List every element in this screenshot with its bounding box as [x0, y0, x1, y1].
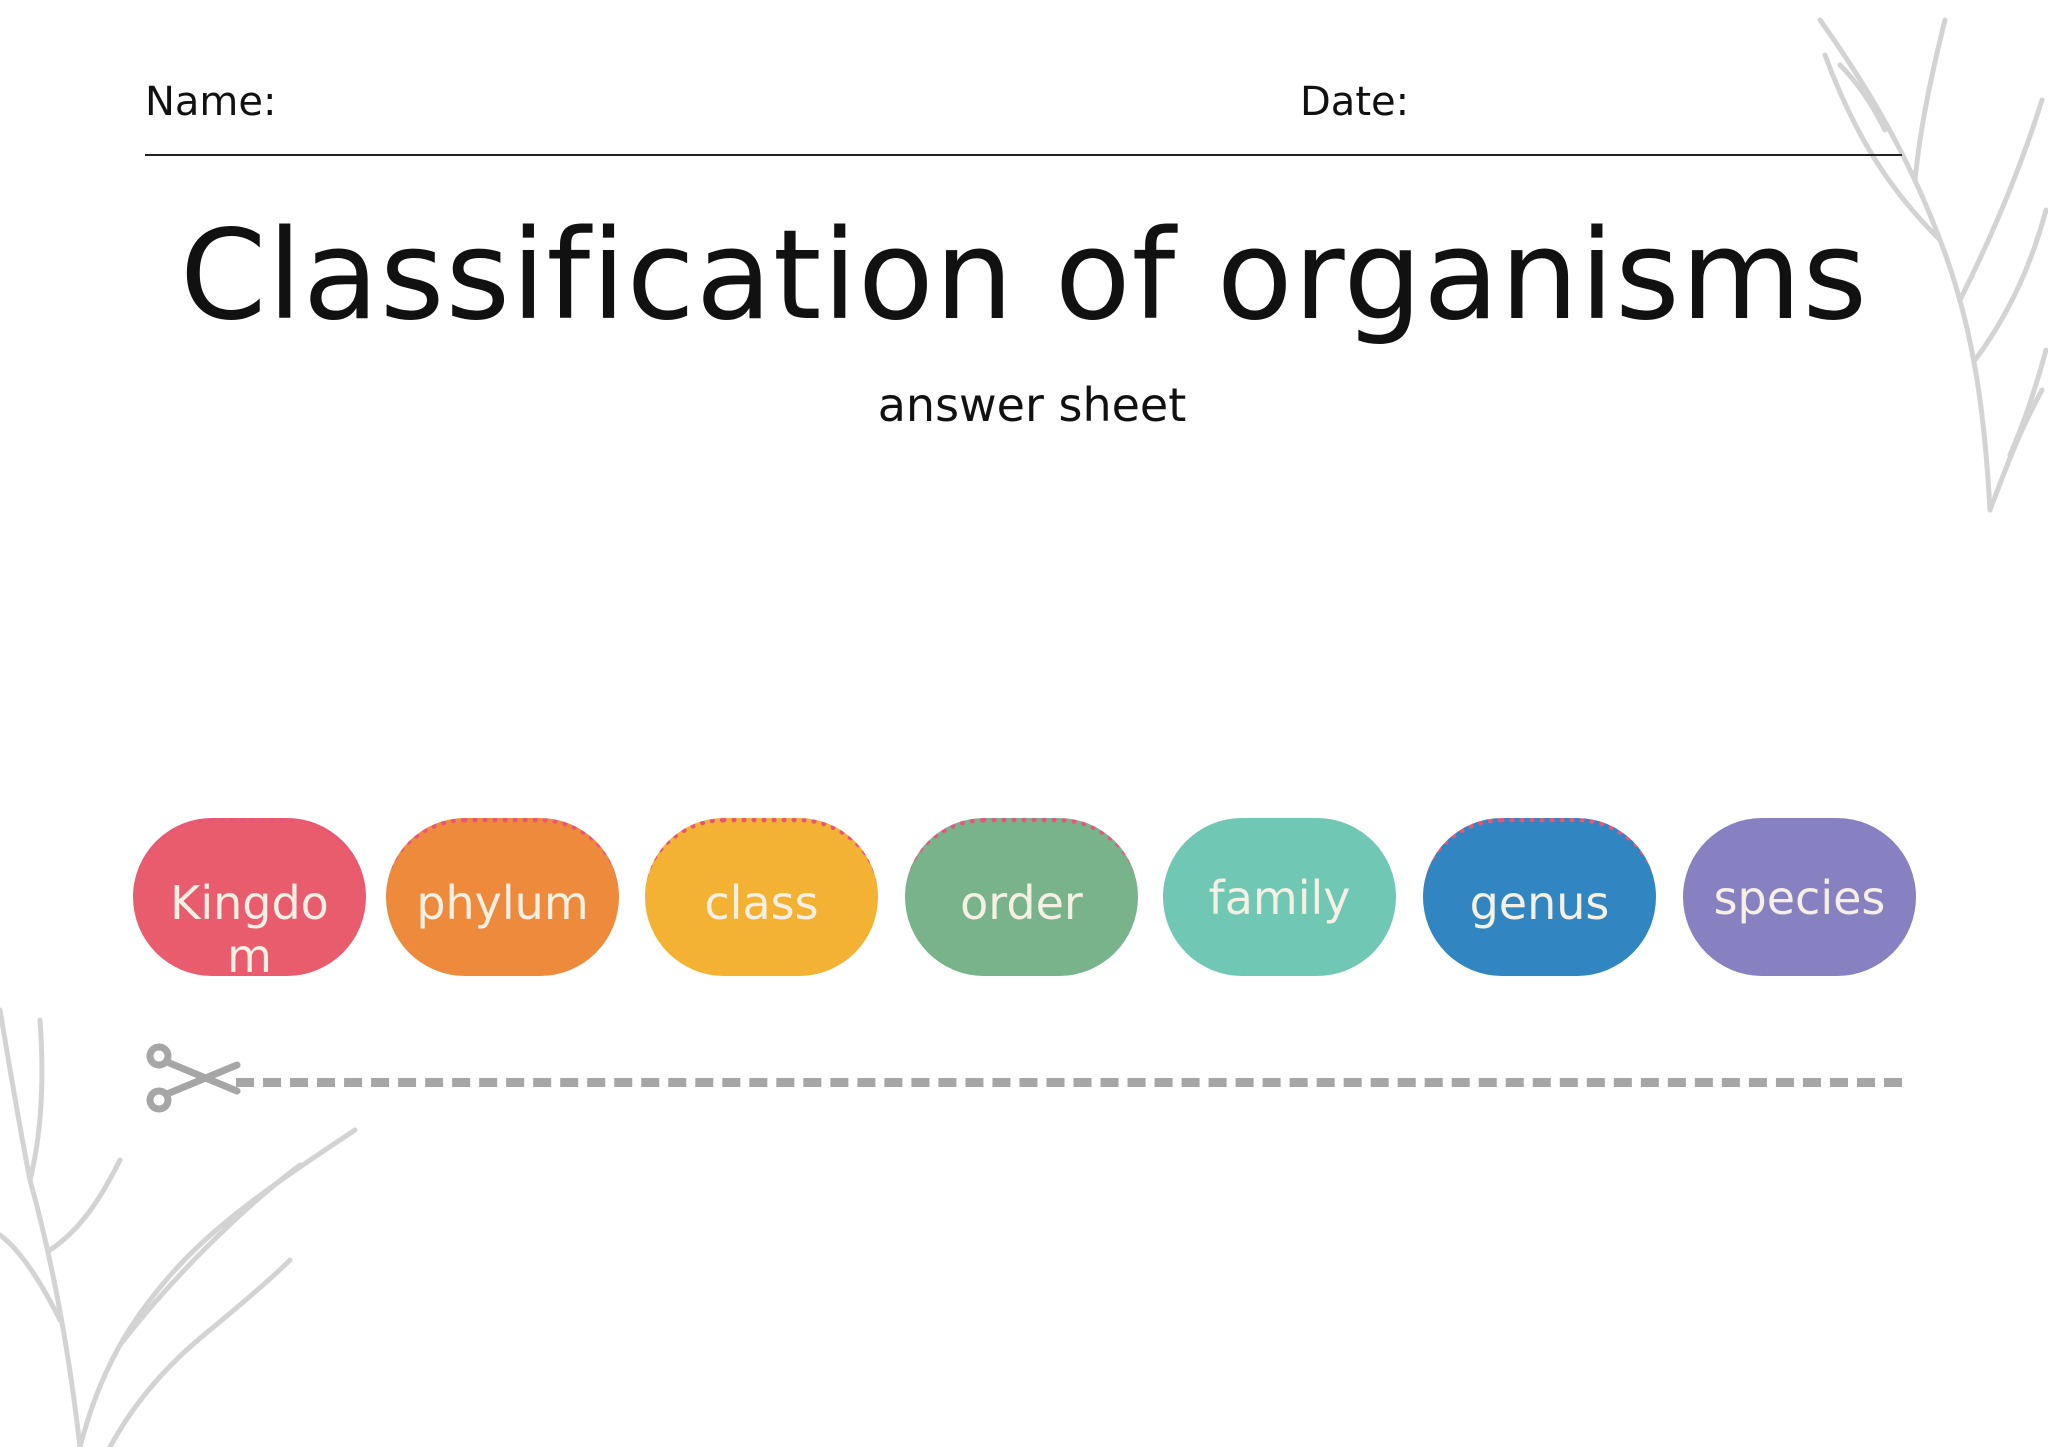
card-label: species: [1713, 871, 1886, 925]
cut-line: [236, 1078, 1902, 1087]
card-class[interactable]: class: [645, 818, 878, 976]
card-label: genus: [1469, 876, 1610, 930]
card-label: Kingdom: [170, 876, 329, 984]
card-label: order: [960, 876, 1083, 930]
card-phylum[interactable]: phylum: [386, 818, 619, 976]
leaf-branch-decoration-bottom-left: [0, 1007, 358, 1447]
header-underline: [145, 154, 1902, 156]
date-label: Date:: [1300, 79, 1410, 125]
card-order[interactable]: order: [905, 818, 1138, 976]
card-label: phylum: [416, 876, 589, 930]
page-subtitle: answer sheet: [877, 378, 1187, 432]
card-kingdom[interactable]: Kingdom: [133, 818, 366, 983]
card-genus[interactable]: genus: [1423, 818, 1656, 976]
page-title: Classification of organisms: [179, 204, 1869, 348]
card-label: class: [704, 876, 819, 930]
card-species[interactable]: species: [1683, 818, 1916, 976]
name-label: Name:: [145, 79, 277, 125]
card-label: family: [1208, 871, 1351, 925]
scissors-icon: [146, 1043, 241, 1113]
card-family[interactable]: family: [1163, 818, 1396, 976]
